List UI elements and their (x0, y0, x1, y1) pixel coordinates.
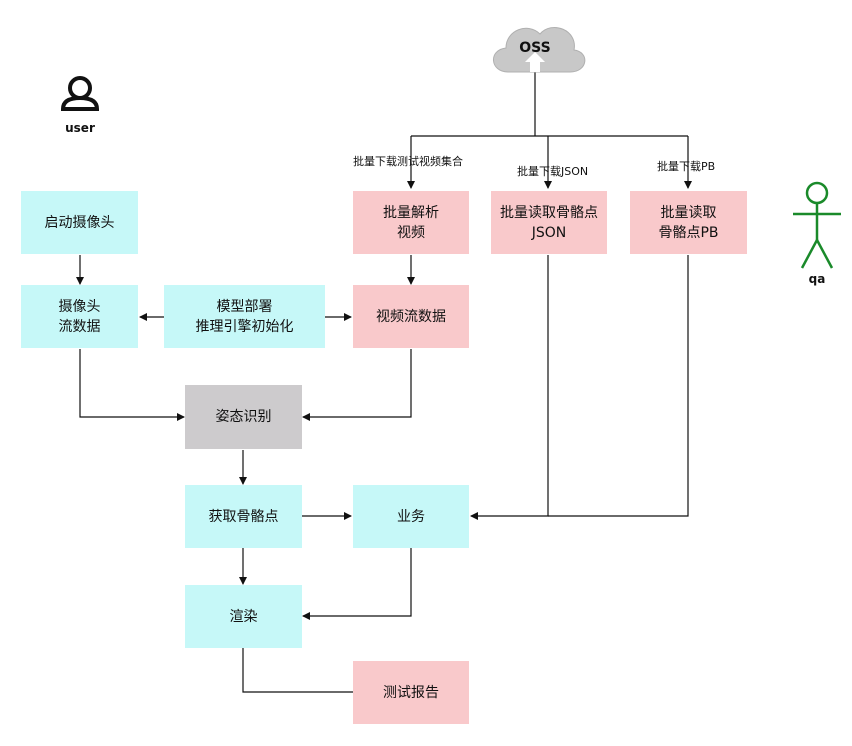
edge-json-to-business (470, 255, 549, 520)
edge-label-download-pb: 批量下载PB (657, 160, 716, 173)
node-business: 业务 (353, 485, 469, 548)
node-render: 渲染 (185, 585, 302, 648)
node-batch-read-pb-line1: 批量读取 (660, 204, 717, 221)
node-camera-stream-line2: 流数据 (58, 318, 101, 335)
node-pose-recognition: 姿态识别 (185, 385, 302, 449)
user-icon (60, 76, 100, 111)
edge-video-stream-to-pose (302, 349, 412, 421)
node-pose-recognition-text: 姿态识别 (215, 409, 272, 425)
node-start-camera-text: 启动摄像头 (44, 214, 115, 231)
node-camera-stream: 摄像头 流数据 (21, 285, 138, 348)
node-batch-parse-video-line1: 批量解析 (383, 204, 439, 221)
oss-label: OSS (519, 40, 551, 56)
user-label: user (65, 121, 95, 135)
node-get-keypoints-text: 获取骨骼点 (208, 508, 279, 525)
node-model-deploy-line2: 推理引擎初始化 (195, 318, 294, 335)
node-camera-stream-line1: 摄像头 (58, 298, 101, 315)
node-render-text: 渲染 (229, 608, 258, 625)
edge-label-download-videos: 批量下载测试视频集合 (353, 155, 463, 168)
edge-pb-to-business (548, 255, 689, 517)
node-batch-read-json-line2: JSON (531, 224, 567, 241)
node-start-camera: 启动摄像头 (21, 191, 138, 254)
node-get-keypoints: 获取骨骼点 (185, 485, 302, 548)
edge-business-to-render (302, 548, 412, 620)
node-video-stream: 视频流数据 (353, 285, 469, 348)
node-batch-parse-video-line2: 视频 (397, 224, 425, 241)
node-video-stream-text: 视频流数据 (376, 308, 446, 325)
node-batch-read-json: 批量读取骨骼点 JSON (491, 191, 607, 254)
node-model-deploy: 模型部署 推理引擎初始化 (164, 285, 325, 348)
node-test-report: 测试报告 (353, 661, 469, 724)
node-batch-read-pb-line2: 骨骼点PB (658, 224, 719, 241)
node-test-report-text: 测试报告 (383, 684, 439, 701)
qa-person-icon (793, 181, 841, 269)
edge-camera-stream-to-pose (79, 349, 185, 421)
node-business-text: 业务 (397, 508, 425, 525)
cloud-icon (493, 26, 586, 73)
node-model-deploy-line1: 模型部署 (216, 298, 273, 315)
edge-label-download-json: 批量下载JSON (517, 165, 589, 178)
node-batch-parse-video: 批量解析 视频 (353, 191, 469, 254)
node-batch-read-pb: 批量读取 骨骼点PB (630, 191, 747, 254)
qa-label: qa (808, 272, 826, 286)
node-batch-read-json-line1: 批量读取骨骼点 (500, 204, 598, 221)
edge-render-to-report (242, 648, 353, 693)
